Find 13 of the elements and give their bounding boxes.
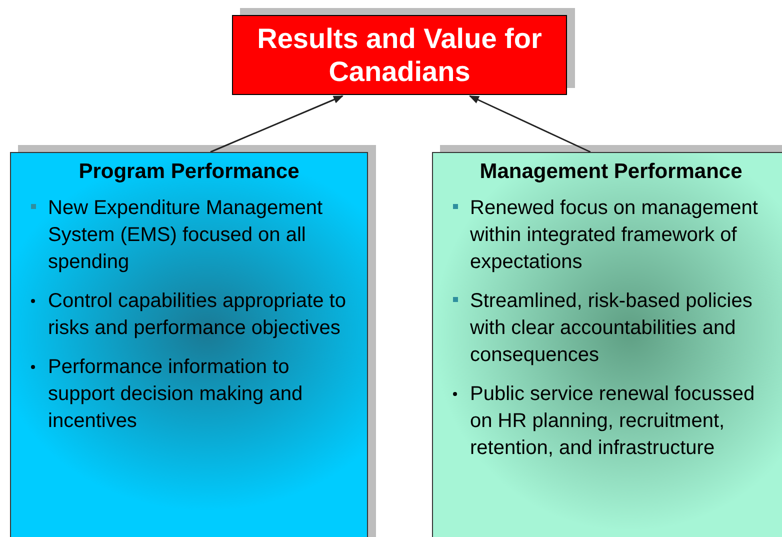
bullet-text: Public service renewal focussed on HR planning, recruitment, retention, and infrastructure <box>470 382 756 461</box>
title-text: Results and Value for Canadians <box>256 22 543 88</box>
bullet-text: New Expenditure Management System (EMS) focused on all spending <box>48 196 324 275</box>
panel-heading: Program Performance <box>78 159 300 185</box>
title-box <box>232 15 567 95</box>
bullet-text: Control capabilities appropriate to risks and performance objectives <box>48 289 347 341</box>
panel-box <box>10 152 368 537</box>
panel-heading: Management Performance <box>478 159 744 185</box>
panel-box <box>432 152 782 537</box>
bullet-text: Performance information to support decision making and incentives <box>48 355 304 434</box>
bullet-text: Streamlined, risk-based policies with clear accountabilities and consequences <box>470 289 754 368</box>
arrow <box>210 95 344 153</box>
bullet-text: Renewed focus on management within integrated framework of expectations <box>470 196 759 275</box>
